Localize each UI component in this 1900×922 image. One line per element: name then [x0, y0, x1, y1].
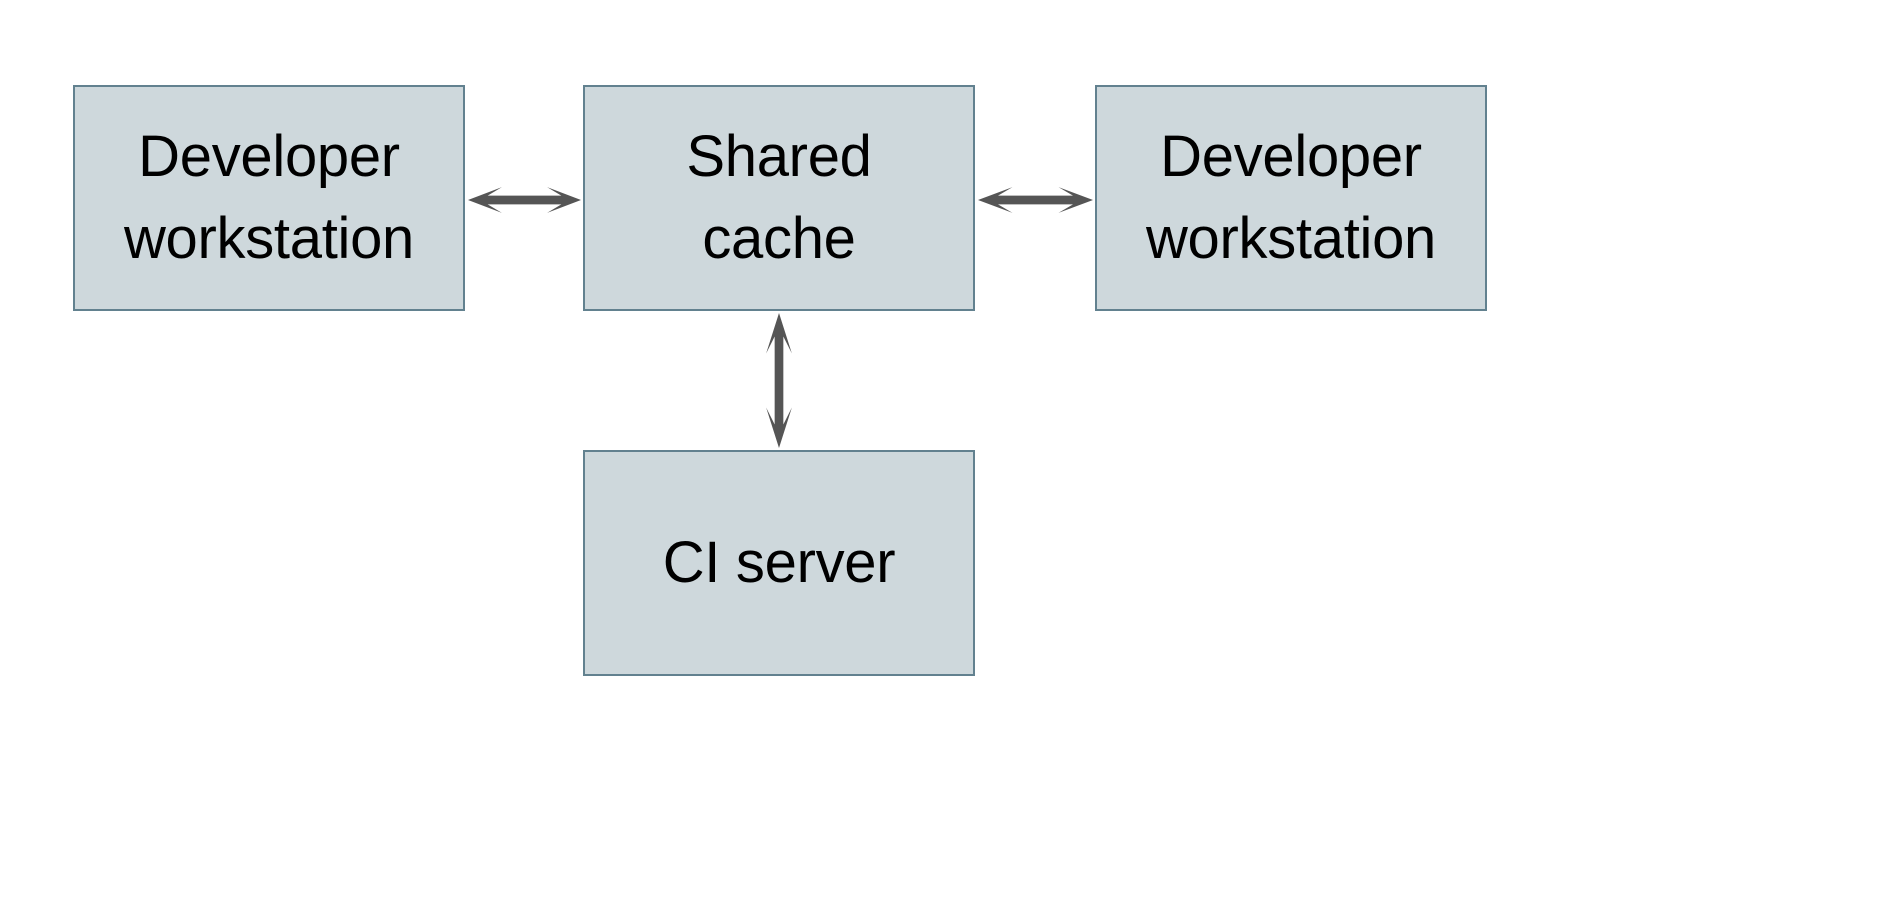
- node-label: Developer workstation: [1145, 123, 1437, 271]
- double-arrow-icon: [468, 187, 581, 213]
- connector-left-workstation-to-cache: [468, 186, 581, 214]
- node-ci-server[interactable]: CI server: [583, 450, 975, 676]
- node-dev-workstation-left[interactable]: Developer workstation: [73, 85, 465, 311]
- double-arrow-icon: [766, 313, 792, 448]
- node-dev-workstation-right[interactable]: Developer workstation: [1095, 85, 1487, 311]
- node-label: CI server: [662, 529, 896, 595]
- connector-cache-to-ci-server: [765, 313, 793, 448]
- node-label: Shared cache: [686, 123, 872, 271]
- node-shared-cache[interactable]: Shared cache: [583, 85, 975, 311]
- node-label: Developer workstation: [123, 123, 415, 271]
- double-arrow-icon: [978, 187, 1093, 213]
- connector-cache-to-right-workstation: [978, 186, 1093, 214]
